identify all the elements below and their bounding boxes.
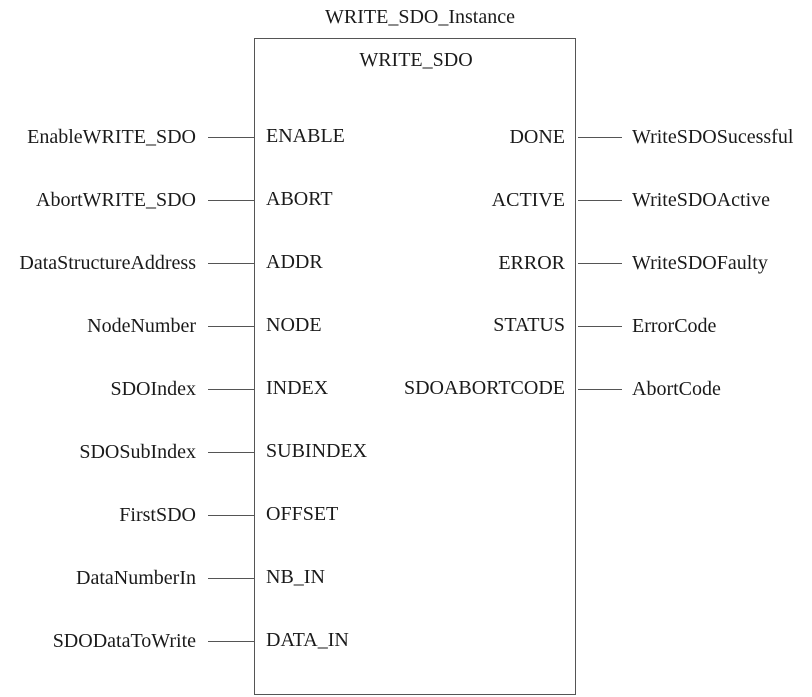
input-connector-offset bbox=[208, 515, 254, 516]
output-pin-error: ERROR bbox=[498, 252, 565, 274]
input-connector-node bbox=[208, 326, 254, 327]
input-connector-abort bbox=[208, 200, 254, 201]
input-connector-data-in bbox=[208, 641, 254, 642]
input-pin-addr: ADDR bbox=[266, 251, 323, 273]
input-pin-node: NODE bbox=[266, 314, 322, 336]
input-connector-subindex bbox=[208, 452, 254, 453]
input-variable-node: NodeNumber bbox=[87, 315, 196, 337]
input-variable-offset: FirstSDO bbox=[119, 504, 196, 526]
function-block bbox=[254, 38, 576, 695]
input-pin-data-in: DATA_IN bbox=[266, 629, 349, 651]
output-variable-active: WriteSDOActive bbox=[632, 189, 771, 211]
instance-name: WRITE_SDO_Instance bbox=[325, 6, 515, 28]
input-pin-abort: ABORT bbox=[266, 188, 333, 210]
output-variable-status: ErrorCode bbox=[632, 315, 717, 337]
input-variable-enable: EnableWRITE_SDO bbox=[27, 126, 196, 148]
input-pin-index: INDEX bbox=[266, 377, 329, 399]
output-connector-active bbox=[578, 200, 622, 201]
input-connector-addr bbox=[208, 263, 254, 264]
input-connector-enable bbox=[208, 137, 254, 138]
input-connector-index bbox=[208, 389, 254, 390]
output-pin-sdoabortcode: SDOABORTCODE bbox=[403, 377, 565, 399]
output-variable-sdoabortcode: AbortCode bbox=[632, 378, 721, 400]
output-connector-sdoabortcode bbox=[578, 389, 622, 390]
output-variable-done: WriteSDOSucessful bbox=[632, 126, 794, 148]
input-pin-enable: ENABLE bbox=[266, 125, 345, 147]
output-pin-active: ACTIVE bbox=[491, 189, 565, 211]
input-variable-abort: AbortWRITE_SDO bbox=[36, 189, 196, 211]
output-pin-done: DONE bbox=[509, 126, 565, 148]
input-variable-nb-in: DataNumberIn bbox=[76, 567, 196, 589]
output-variable-error: WriteSDOFaulty bbox=[632, 252, 768, 274]
input-variable-data-in: SDODataToWrite bbox=[52, 630, 196, 652]
output-connector-error bbox=[578, 263, 622, 264]
output-connector-status bbox=[578, 326, 622, 327]
input-variable-subindex: SDOSubIndex bbox=[79, 441, 196, 463]
input-connector-nb-in bbox=[208, 578, 254, 579]
output-pin-status: STATUS bbox=[493, 314, 565, 336]
input-pin-nb-in: NB_IN bbox=[266, 566, 325, 588]
input-pin-subindex: SUBINDEX bbox=[266, 440, 368, 462]
input-variable-index: SDOIndex bbox=[110, 378, 196, 400]
block-type-title: WRITE_SDO bbox=[359, 49, 473, 71]
input-pin-offset: OFFSET bbox=[266, 503, 339, 525]
output-connector-done bbox=[578, 137, 622, 138]
input-variable-addr: DataStructureAddress bbox=[19, 252, 196, 274]
